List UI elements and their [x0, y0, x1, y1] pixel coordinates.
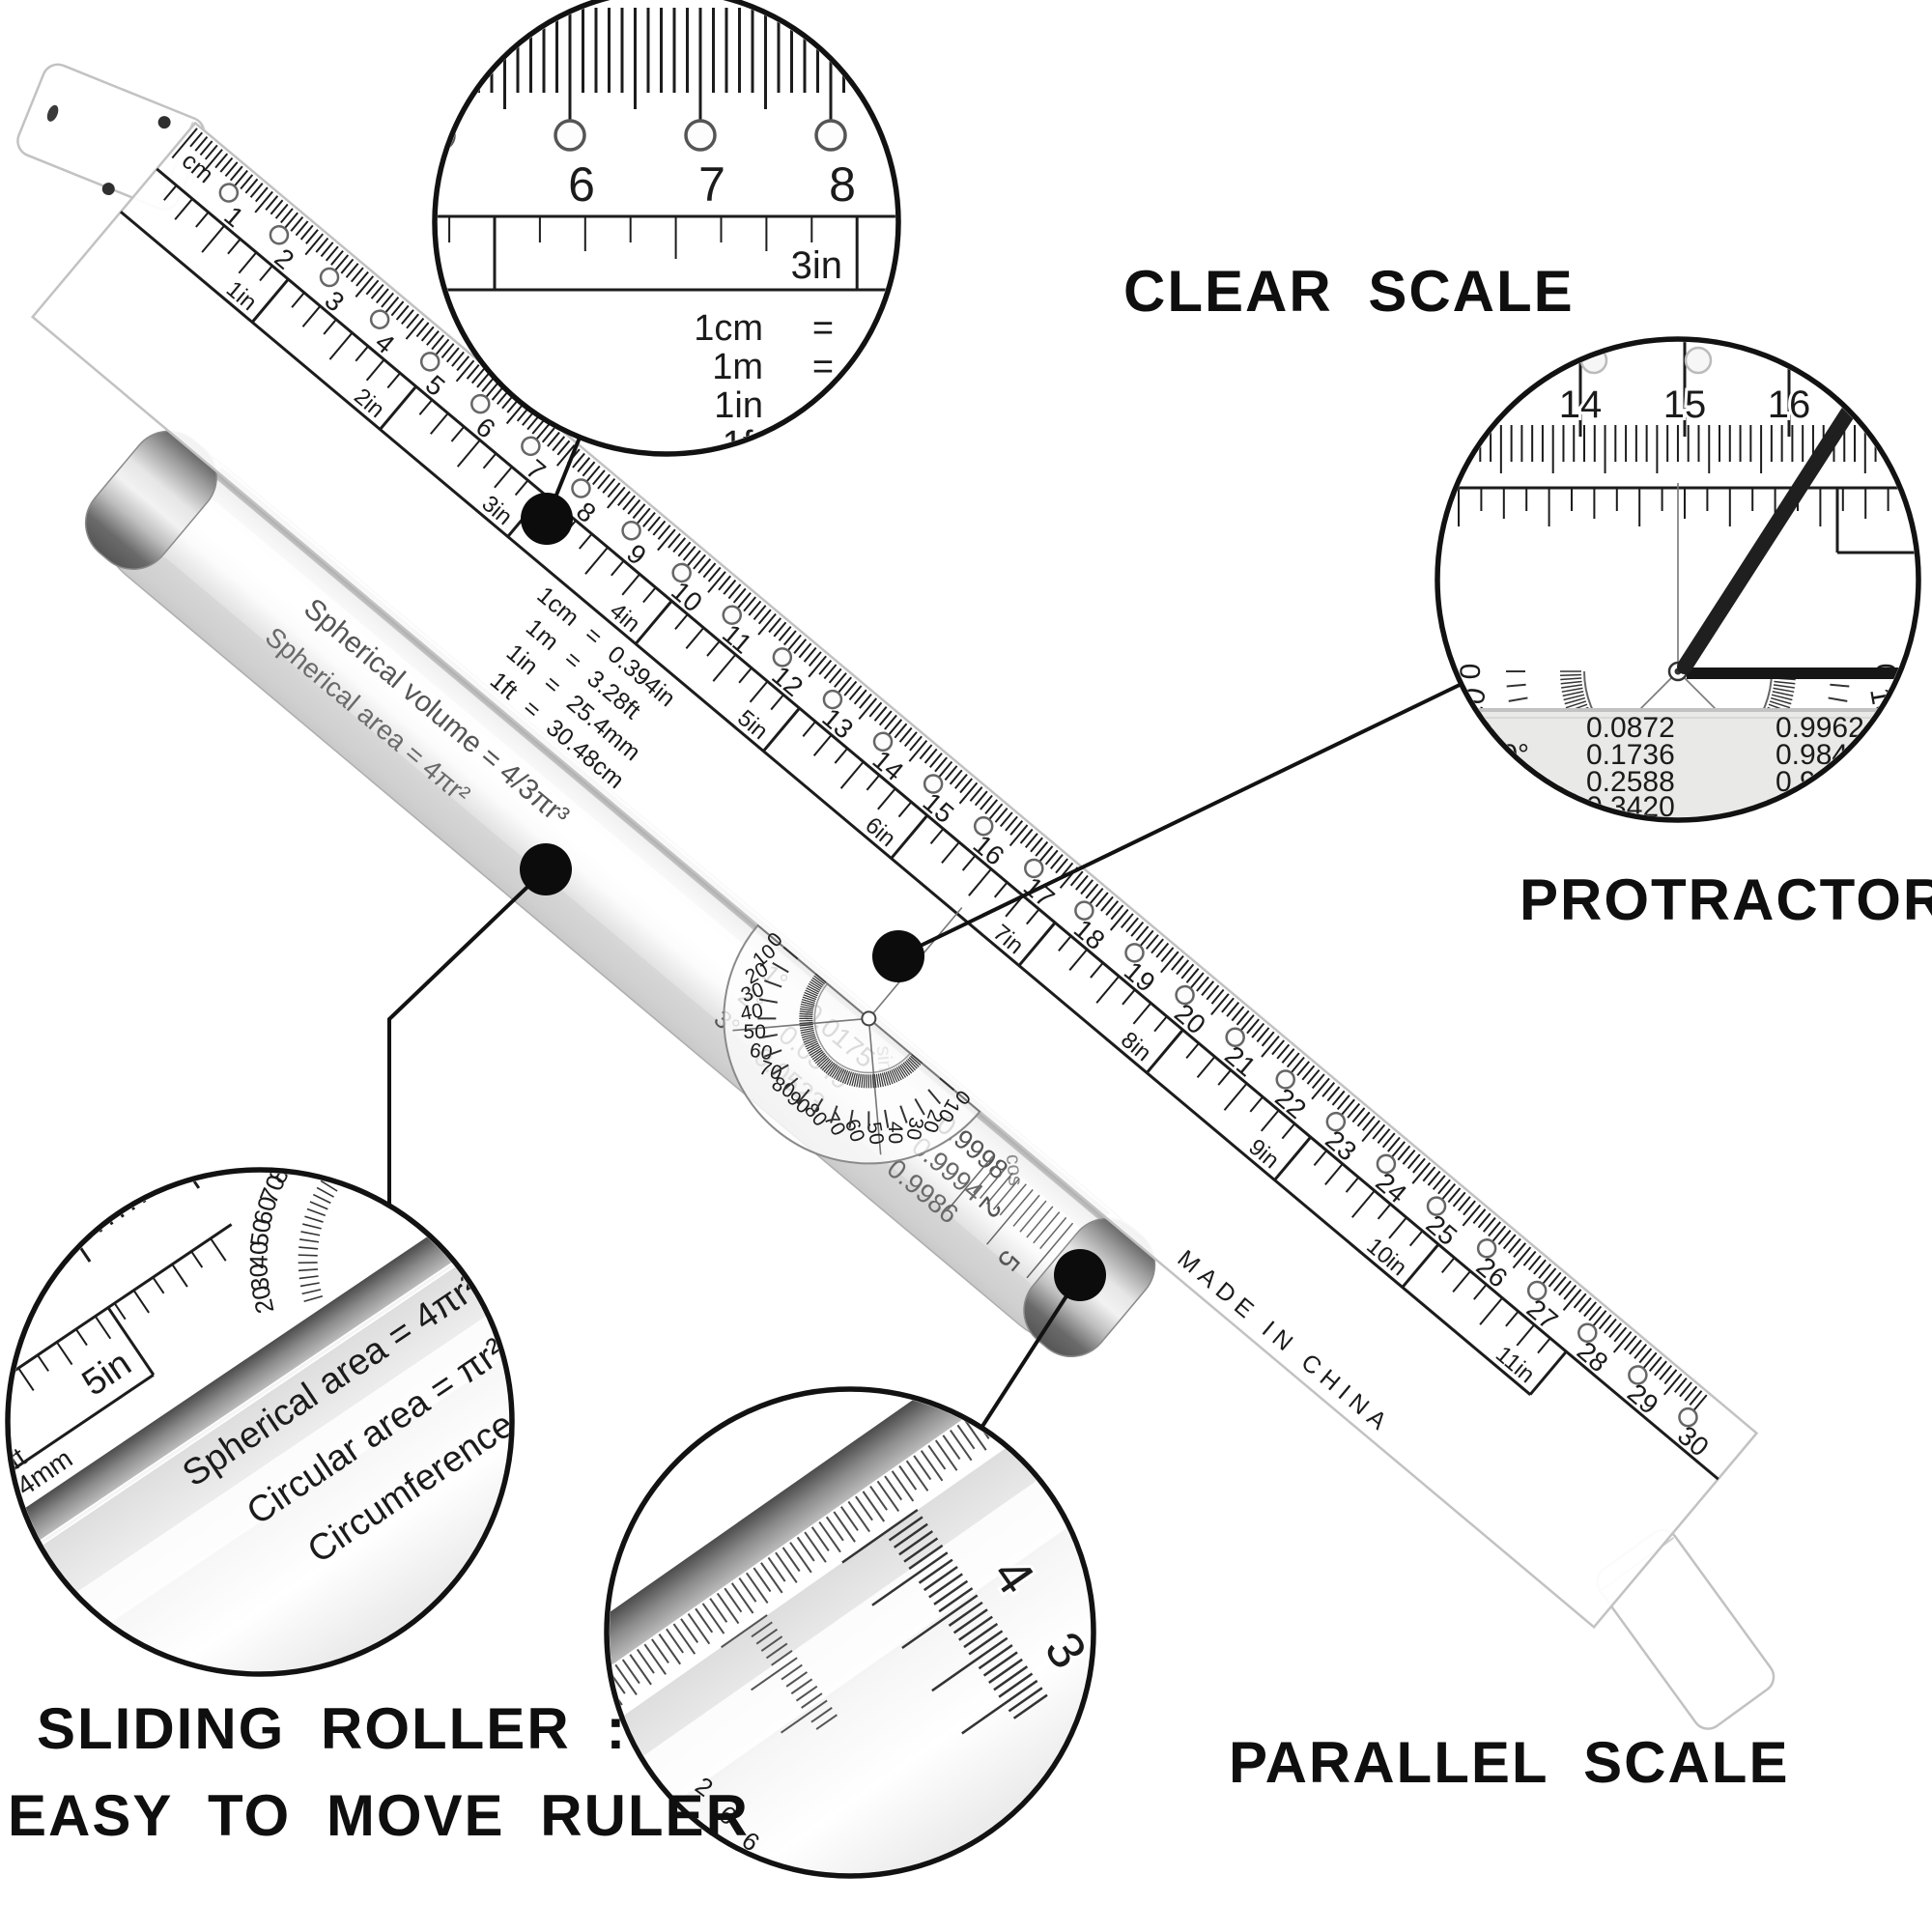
svg-text:=: =: [812, 347, 834, 387]
zoom-roller-edge: [11, 1182, 509, 1579]
roller-parallel-scale: [946, 1155, 1074, 1279]
anchor-dot-parallel-scale: [1054, 1249, 1106, 1301]
svg-text:20: 20: [245, 1283, 279, 1317]
svg-text:30: 30: [243, 1263, 274, 1293]
svg-text:70: 70: [1586, 828, 1628, 868]
sliding-roller-label-line2: EASY TO MOVE RULER: [8, 1783, 750, 1848]
svg-text:1in: 1in: [714, 385, 763, 426]
protractor-label: PROTRACTOR: [1520, 867, 1932, 932]
svg-text:40: 40: [1496, 770, 1542, 815]
svg-text:50: 50: [1522, 793, 1568, 838]
svg-text:90: 90: [274, 1130, 314, 1170]
svg-text:14: 14: [1559, 384, 1603, 426]
zoom-roller-body: [11, 1216, 509, 1671]
svg-text:7: 7: [698, 157, 725, 212]
svg-text:50: 50: [244, 1216, 277, 1248]
parallel-scale-label: PARALLEL SCALE: [1229, 1730, 1789, 1795]
svg-text:60: 60: [1552, 813, 1596, 857]
svg-text:15: 15: [1663, 384, 1707, 426]
anchor-dot-clear-scale: [521, 493, 573, 545]
svg-text:0.9962: 0.9962: [1776, 712, 1864, 744]
svg-text:0.1736: 0.1736: [1586, 739, 1675, 771]
svg-text:40: 40: [1814, 770, 1860, 815]
svg-text:70: 70: [1728, 828, 1770, 868]
anchor-dot-protractor: [872, 930, 924, 982]
svg-text:60: 60: [748, 1039, 774, 1065]
zoom-parallel-scale-ticks: [721, 1508, 1048, 1735]
svg-text:0.0872: 0.0872: [1586, 712, 1675, 744]
svg-text:1m: 1m: [712, 347, 763, 387]
svg-text:=: =: [812, 308, 834, 349]
zoom-roller-dark-edge: [610, 1392, 1048, 1715]
callout-connectors: [387, 437, 1463, 1430]
svg-text:=: =: [812, 424, 834, 465]
svg-text:60: 60: [1760, 813, 1804, 857]
anchor-dot-sliding-roller: [520, 843, 572, 895]
svg-text:16: 16: [1768, 384, 1811, 426]
svg-text:40: 40: [739, 1000, 765, 1026]
svg-text:0: 0: [1455, 664, 1487, 680]
svg-text:8: 8: [829, 157, 856, 212]
svg-text:50: 50: [862, 1121, 888, 1147]
zoom-roller-body: [610, 1399, 1091, 1873]
svg-text:50: 50: [1789, 793, 1834, 838]
svg-text:0.2588: 0.2588: [1586, 766, 1675, 798]
protractor-center-hole: [861, 1010, 877, 1027]
clear-scale-label: CLEAR SCALE: [1123, 259, 1575, 324]
svg-text:40: 40: [884, 1122, 906, 1144]
sliding-roller-label-line1: SLIDING ROLLER :: [37, 1696, 627, 1761]
svg-text:1cm: 1cm: [694, 308, 763, 349]
zoom-inch-label: 3in: [791, 244, 842, 287]
cm-tick-marks: [171, 128, 1708, 1426]
svg-text:6: 6: [568, 157, 595, 212]
svg-text:40: 40: [243, 1240, 273, 1269]
